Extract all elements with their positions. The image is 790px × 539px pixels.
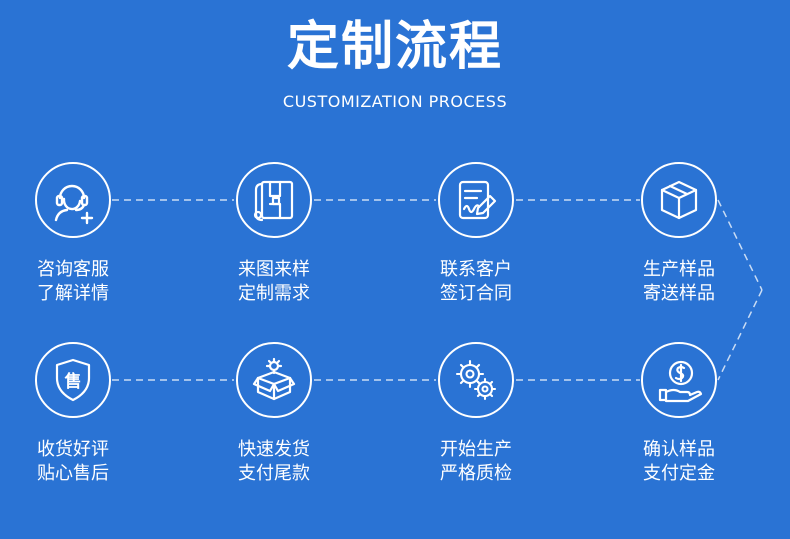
- step-detail: 定制需求: [238, 283, 310, 304]
- step-circle: [35, 162, 111, 238]
- step-detail: 支付尾款: [238, 463, 310, 484]
- after-sales-shield-icon: 售: [55, 358, 91, 402]
- open-box-icon: [252, 357, 296, 401]
- step-detail: 签订合同: [440, 283, 512, 304]
- step-detail: 了解详情: [37, 283, 109, 304]
- step-circle: [438, 162, 514, 238]
- step-label: 确认样品 支付定金: [599, 438, 759, 486]
- step-circle: [641, 162, 717, 238]
- step-title: 联系客户: [440, 259, 512, 280]
- step-title: 开始生产: [440, 439, 512, 460]
- dollar-hand-icon: [658, 360, 703, 403]
- connector-line: [717, 199, 763, 291]
- package-box-icon: [660, 180, 698, 220]
- step-label: 咨询客服 了解详情: [0, 258, 153, 306]
- step-label: 联系客户 签订合同: [396, 258, 556, 306]
- connector-line: [717, 289, 763, 381]
- step-circle: 售: [35, 342, 111, 418]
- step-title: 生产样品: [643, 259, 715, 280]
- step-title: 快速发货: [238, 439, 310, 460]
- gears-icon: [455, 359, 497, 401]
- step-circle: [641, 342, 717, 418]
- shield-badge-text: 售: [65, 371, 82, 392]
- step-title: 咨询客服: [37, 259, 109, 280]
- step-detail: 严格质检: [440, 463, 512, 484]
- step-title: 来图来样: [238, 259, 310, 280]
- step-title: 收货好评: [37, 439, 109, 460]
- step-title: 确认样品: [643, 439, 715, 460]
- step-label: 生产样品 寄送样品: [599, 258, 759, 306]
- step-label: 来图来样 定制需求: [194, 258, 354, 306]
- step-circle: [236, 342, 312, 418]
- step-label: 收货好评 贴心售后: [0, 438, 153, 486]
- step-circle: [438, 342, 514, 418]
- step-detail: 寄送样品: [643, 283, 715, 304]
- step-detail: 贴心售后: [37, 463, 109, 484]
- step-detail: 支付定金: [643, 463, 715, 484]
- step-circle: [236, 162, 312, 238]
- contract-sign-icon: [458, 180, 497, 220]
- blueprint-icon: [253, 180, 294, 222]
- customer-service-icon: [54, 184, 94, 225]
- page-title: 定制流程: [286, 17, 503, 77]
- step-label: 快速发货 支付尾款: [194, 438, 354, 486]
- page-subtitle: CUSTOMIZATION PROCESS: [282, 92, 508, 111]
- step-label: 开始生产 严格质检: [396, 438, 556, 486]
